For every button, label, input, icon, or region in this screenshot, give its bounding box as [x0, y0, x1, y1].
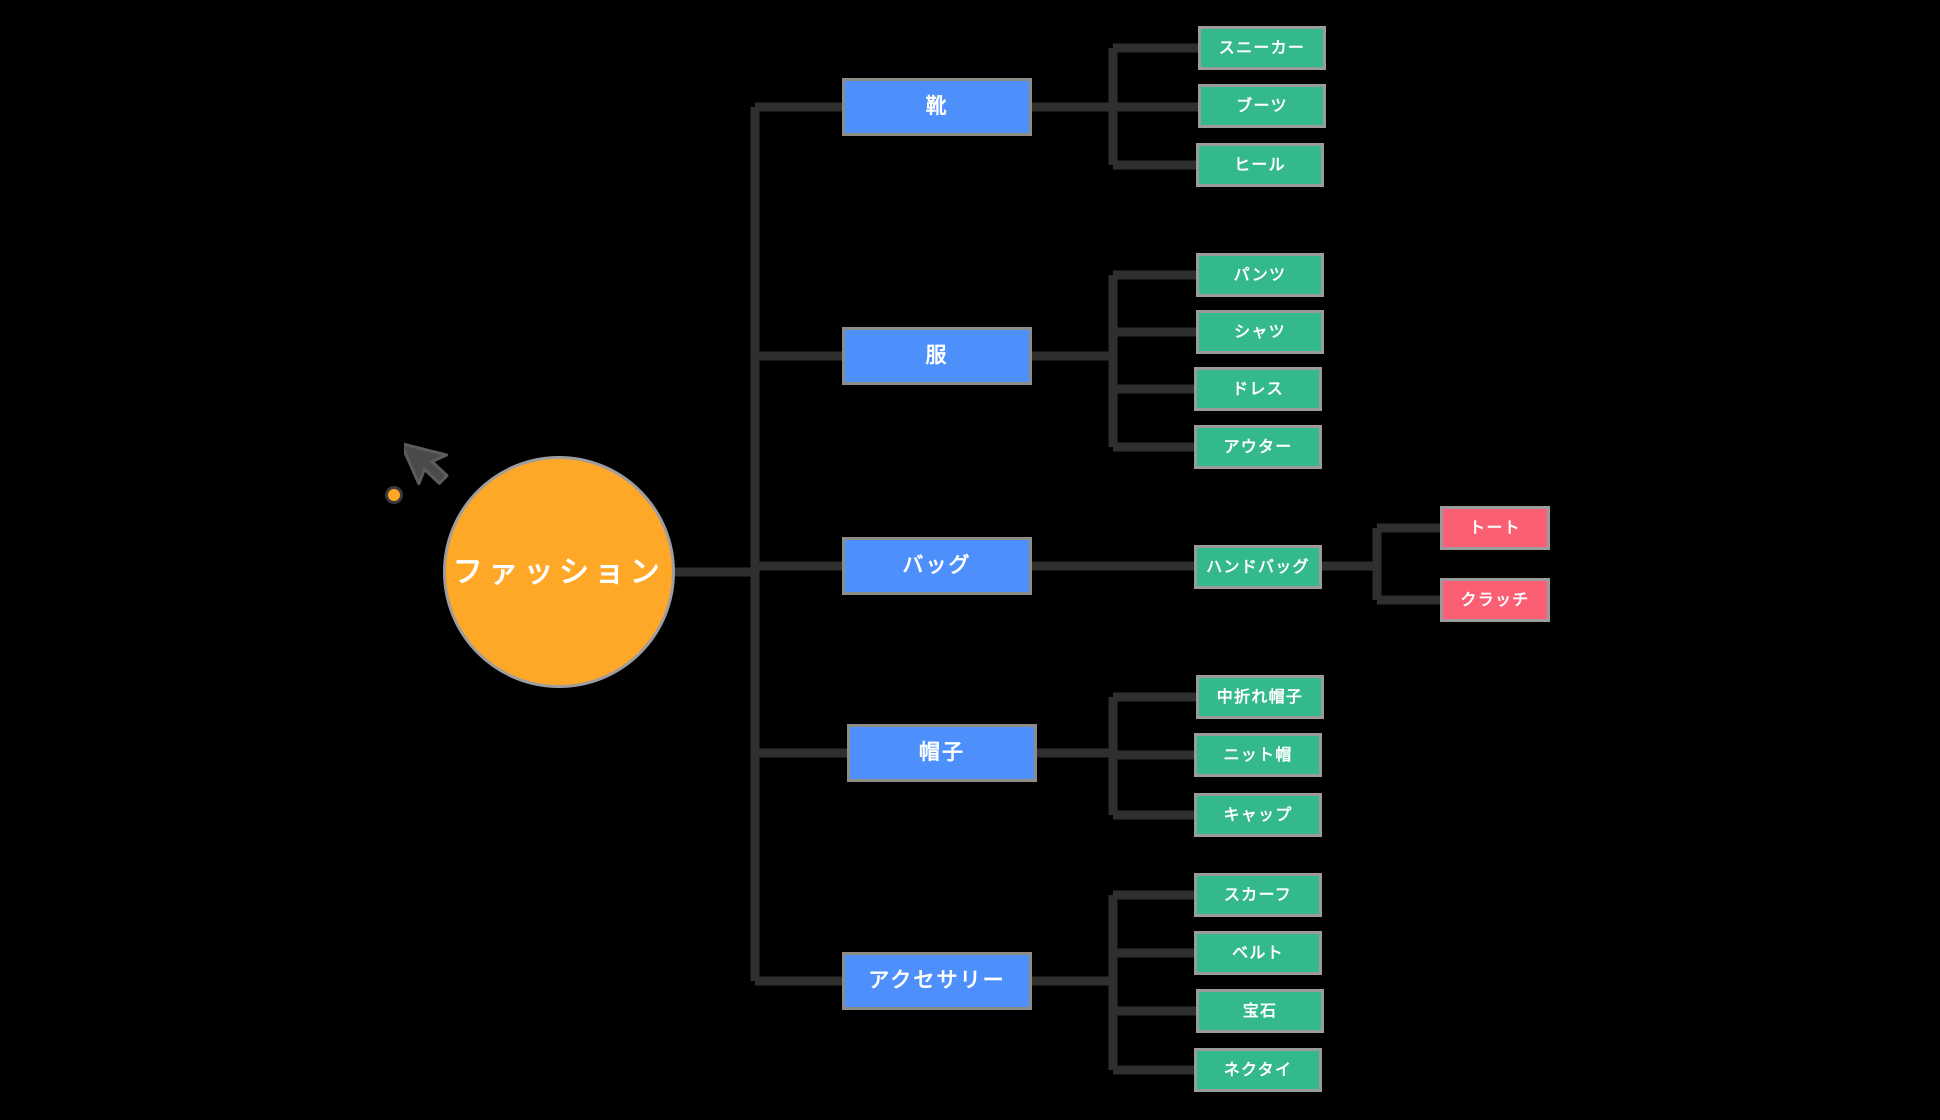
leaf-node-pants[interactable]: パンツ: [1196, 253, 1324, 297]
leaf-node-label: ハンドバッグ: [1206, 557, 1310, 577]
leaf-node-scarf[interactable]: スカーフ: [1194, 873, 1322, 917]
leaf-node-label: 宝石: [1242, 1001, 1278, 1021]
leaf-node-necktie[interactable]: ネクタイ: [1194, 1048, 1322, 1092]
branch-node-label: 帽子: [918, 740, 966, 765]
leaf-node-heels[interactable]: ヒール: [1196, 143, 1324, 187]
leaf-node-label: シャツ: [1234, 322, 1286, 342]
branch-node-clothes[interactable]: 服: [842, 327, 1032, 385]
branch-node-accessories[interactable]: アクセサリー: [842, 952, 1032, 1010]
click-highlight-dot: [385, 486, 403, 504]
branch-node-hats[interactable]: 帽子: [847, 724, 1037, 782]
leaf-node-label: ネクタイ: [1223, 1060, 1293, 1080]
leaf-node-label: スカーフ: [1223, 885, 1293, 905]
mouse-pointer-icon: [404, 442, 449, 486]
branch-node-label: 服: [925, 343, 949, 368]
leaf-node-label: スニーカー: [1218, 38, 1306, 58]
leaf-node-label: キャップ: [1223, 805, 1293, 825]
leaf-node-dress[interactable]: ドレス: [1194, 367, 1322, 411]
leaf-node-shirt[interactable]: シャツ: [1196, 310, 1324, 354]
leaf-node-label: 中折れ帽子: [1216, 687, 1304, 707]
sub-leaf-node-clutch[interactable]: クラッチ: [1440, 578, 1550, 622]
leaf-node-label: ベルト: [1232, 943, 1284, 963]
leaf-node-jewelry[interactable]: 宝石: [1196, 989, 1324, 1033]
leaf-node-label: ドレス: [1232, 379, 1284, 399]
leaf-node-outerwear[interactable]: アウター: [1194, 425, 1322, 469]
branch-node-bags[interactable]: バッグ: [842, 537, 1032, 595]
branch-node-label: バッグ: [902, 553, 972, 578]
root-node-fashion[interactable]: ファッション: [443, 456, 675, 688]
branch-node-label: 靴: [925, 94, 949, 119]
leaf-node-label: アウター: [1223, 437, 1293, 457]
leaf-node-label: ブーツ: [1236, 96, 1288, 116]
leaf-node-label: ヒール: [1234, 155, 1286, 175]
leaf-node-sneaker[interactable]: スニーカー: [1198, 26, 1326, 70]
leaf-node-cap[interactable]: キャップ: [1194, 793, 1322, 837]
leaf-node-boots[interactable]: ブーツ: [1198, 84, 1326, 128]
leaf-node-label: パンツ: [1233, 265, 1287, 285]
leaf-node-fedora[interactable]: 中折れ帽子: [1196, 675, 1324, 719]
sub-leaf-node-label: トート: [1469, 518, 1521, 538]
leaf-node-label: ニット帽: [1223, 745, 1293, 765]
sub-leaf-node-tote[interactable]: トート: [1440, 506, 1550, 550]
leaf-node-belt[interactable]: ベルト: [1194, 931, 1322, 975]
leaf-node-handbag[interactable]: ハンドバッグ: [1194, 545, 1322, 589]
root-node-label: ファッション: [452, 554, 666, 590]
leaf-node-beanie[interactable]: ニット帽: [1194, 733, 1322, 777]
branch-node-shoes[interactable]: 靴: [842, 78, 1032, 136]
sub-leaf-node-label: クラッチ: [1460, 590, 1530, 610]
branch-node-label: アクセサリー: [868, 968, 1006, 993]
